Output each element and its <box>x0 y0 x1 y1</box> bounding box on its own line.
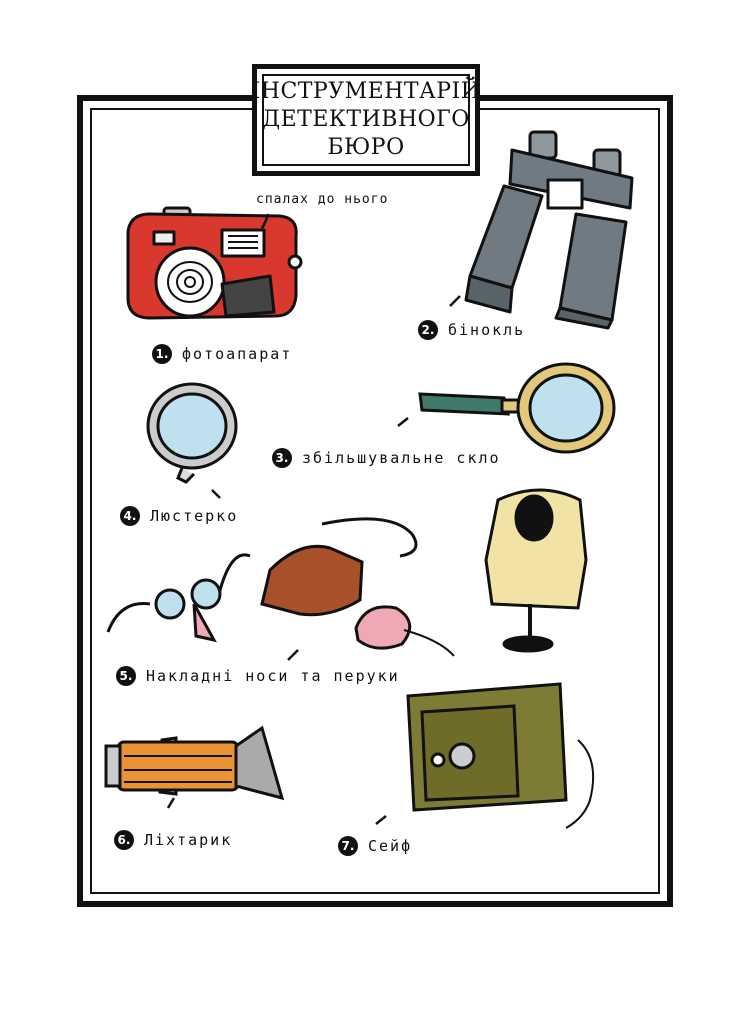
item-text: збільшувальне скло <box>302 449 501 467</box>
item-label-flashlight: 6. Ліхтарик <box>114 830 232 850</box>
hand-mirror-icon <box>146 382 238 484</box>
page-title-line-1: ІНСТРУМЕНТАРІЙ <box>251 79 481 104</box>
page-title-line-3: БЮРО <box>327 135 405 160</box>
item-number: 4. <box>120 506 140 526</box>
item-number: 3. <box>272 448 292 468</box>
title-box: ІНСТРУМЕНТАРІЙ ДЕТЕКТИВНОГО БЮРО <box>252 64 480 176</box>
wig-stand-icon <box>484 488 588 653</box>
item-text: бінокль <box>448 321 526 339</box>
item-text: фотоапарат <box>182 345 293 363</box>
item-number: 5. <box>116 666 136 686</box>
glasses-nose-icon <box>106 553 251 643</box>
item-label-binoculars: 2. бінокль <box>418 320 525 340</box>
flashlight-icon <box>104 725 285 801</box>
page-title-line-2: ДЕТЕКТИВНОГО <box>262 107 470 132</box>
flash-arrow-icon <box>260 213 270 229</box>
item-label-safe: 7. Сейф <box>338 836 412 856</box>
binoculars-icon <box>464 130 634 330</box>
item-number: 6. <box>114 830 134 850</box>
item-text: Люстерко <box>150 507 239 525</box>
magnifying-glass-icon <box>418 362 616 454</box>
item-number: 2. <box>418 320 438 340</box>
item-number: 7. <box>338 836 358 856</box>
item-label-camera: 1. фотоапарат <box>152 344 292 364</box>
item-text: Накладні носи та перуки <box>146 667 400 685</box>
item-label-disguises: 5. Накладні носи та перуки <box>116 666 400 686</box>
flash-note: спалах до нього <box>256 192 389 207</box>
item-label-mirror: 4. Люстерко <box>120 506 238 526</box>
beard-icon <box>260 517 418 617</box>
pointer-arrows <box>166 295 461 825</box>
item-text: Сейф <box>368 837 413 855</box>
safe-icon <box>406 682 595 829</box>
item-label-magnifier: 3. збільшувальне скло <box>272 448 501 468</box>
item-text: Ліхтарик <box>144 831 233 849</box>
item-number: 1. <box>152 344 172 364</box>
fake-nose-icon <box>354 605 455 657</box>
camera-icon <box>126 206 303 320</box>
